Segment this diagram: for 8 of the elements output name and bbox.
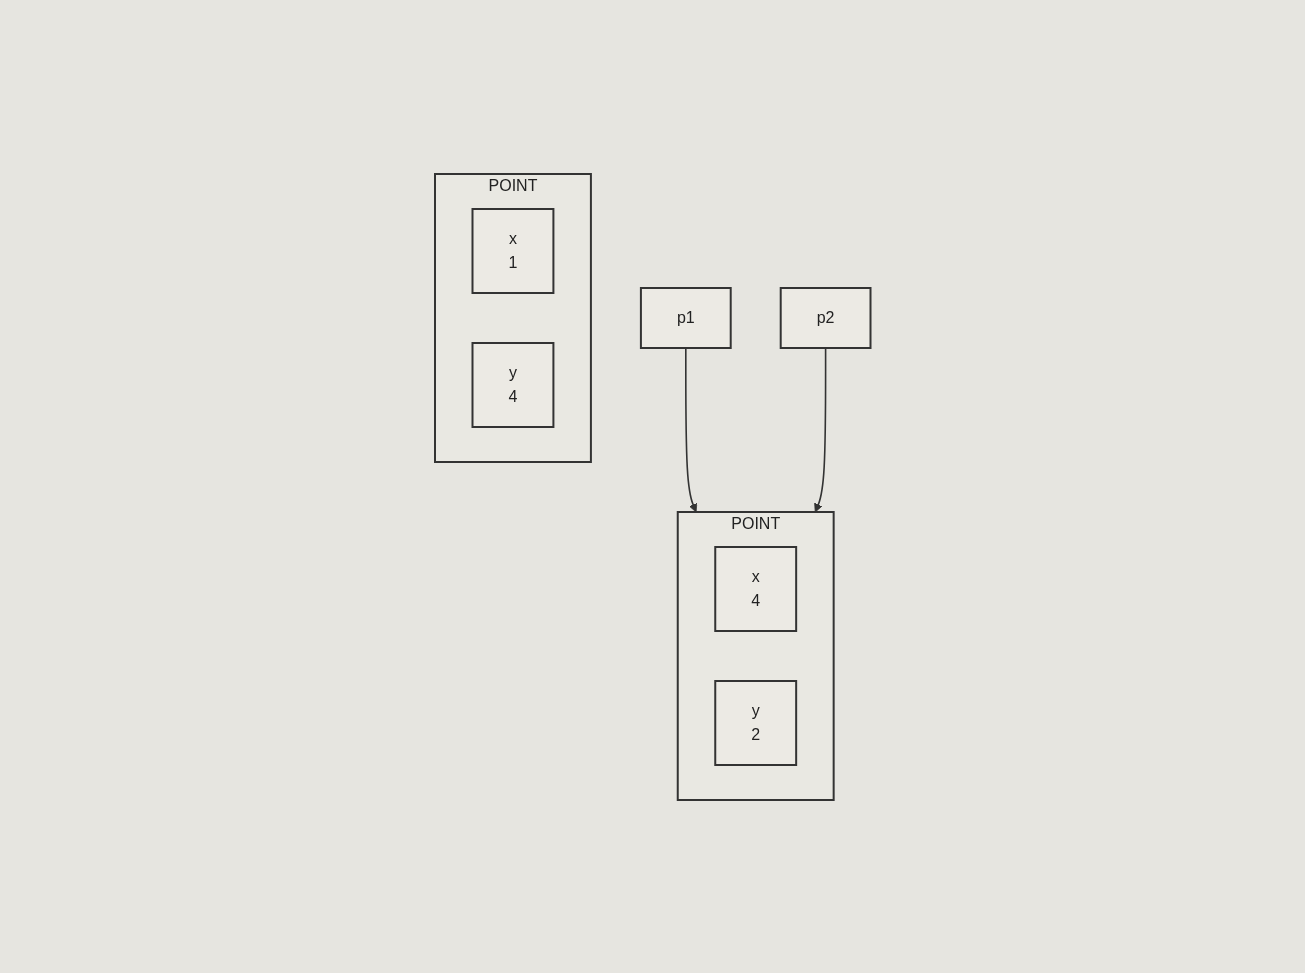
node-box: p2	[779, 286, 872, 349]
node-box: x 1	[471, 207, 555, 294]
node-box: x 4	[714, 545, 797, 632]
node-box: y 2	[714, 679, 797, 766]
arrow	[813, 346, 827, 512]
node-box: y 4	[471, 341, 555, 428]
node-box: p1	[639, 286, 732, 349]
arrow	[684, 346, 697, 512]
